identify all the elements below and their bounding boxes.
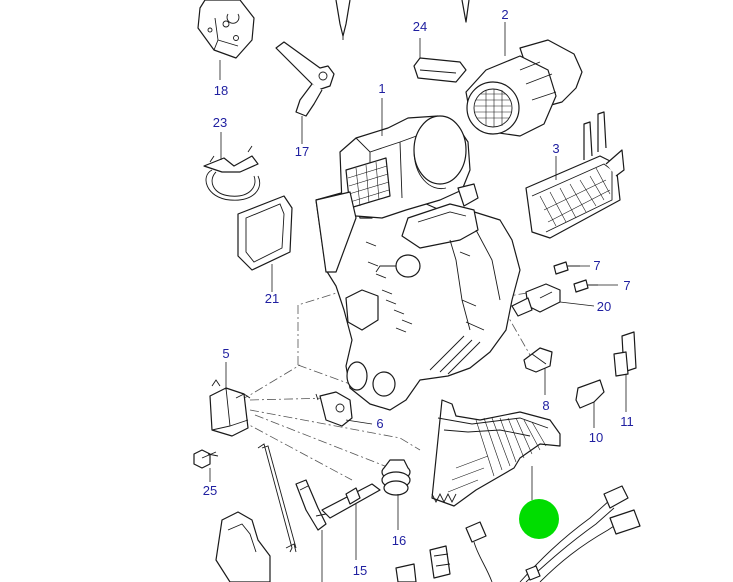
callout-11[interactable]: 11 (620, 414, 634, 429)
air-duct (215, 511, 271, 582)
callout-24[interactable]: 24 (413, 19, 427, 34)
callout-23[interactable]: 23 (213, 115, 227, 130)
callout-8[interactable]: 8 (542, 398, 549, 413)
callout-25[interactable]: 25 (203, 483, 217, 498)
part-3-heater-core[interactable] (525, 111, 625, 239)
callout-7b[interactable]: 7 (623, 278, 630, 293)
part-11-bracket[interactable] (613, 331, 637, 412)
callout-21[interactable]: 21 (265, 291, 279, 306)
callout-2[interactable]: 2 (501, 7, 508, 22)
part-25-bolt[interactable] (193, 449, 219, 482)
part-2-blower-motor[interactable] (465, 22, 583, 137)
callout-10[interactable]: 10 (589, 430, 603, 445)
top-screw-parts (335, 0, 470, 40)
part-10-bracket[interactable] (575, 379, 605, 428)
control-rod (257, 443, 297, 553)
part-15-shaft-lever[interactable] (295, 479, 381, 582)
wiring-harness[interactable] (395, 485, 641, 582)
callout-5[interactable]: 5 (222, 346, 229, 361)
part-24-filter-cover[interactable] (413, 38, 467, 83)
green-marker[interactable] (519, 499, 559, 539)
callout-15[interactable]: 15 (353, 563, 367, 578)
part-5-servo-motor[interactable] (209, 362, 251, 437)
part-21-gasket[interactable] (237, 195, 293, 292)
part-6-door[interactable] (315, 391, 373, 427)
part-17-lever-rod[interactable] (275, 41, 335, 144)
blower-resistor[interactable] (431, 399, 561, 507)
part-20-actuator[interactable] (511, 283, 595, 317)
callout-7a[interactable]: 7 (593, 258, 600, 273)
part-7-screws[interactable] (553, 261, 618, 293)
callout-18[interactable]: 18 (214, 83, 228, 98)
callout-1[interactable]: 1 (378, 81, 385, 96)
part-8-clip[interactable] (523, 347, 553, 395)
part-23-hose-clamp[interactable] (203, 132, 260, 201)
callout-17[interactable]: 17 (295, 144, 309, 159)
part-18-actuator-bracket[interactable] (197, 0, 255, 80)
part-16-spring[interactable] (381, 459, 411, 530)
callout-6[interactable]: 6 (376, 416, 383, 431)
callout-labels: 1 2 3 5 6 7 7 8 10 11 15 16 17 18 20 21 … (203, 7, 634, 578)
callout-3[interactable]: 3 (552, 141, 559, 156)
part-1-heater-housing[interactable] (315, 98, 521, 411)
callout-16[interactable]: 16 (392, 533, 406, 548)
callout-20[interactable]: 20 (597, 299, 611, 314)
